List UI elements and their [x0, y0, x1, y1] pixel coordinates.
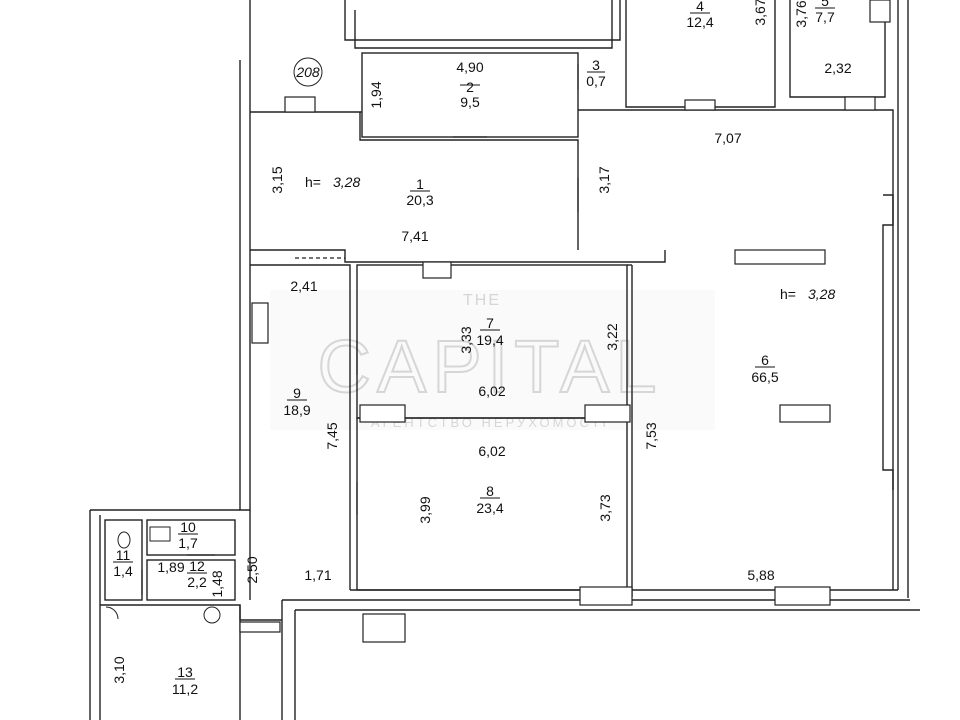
dimension-label: 5,88 [747, 567, 774, 583]
dimension-label: 1,89 [157, 559, 184, 575]
dimension-label: 1,71 [304, 567, 331, 583]
room-text: 1 20,3 2 9,5 3 0,7 4 12,4 5 7,7 6 66,5 7… [113, 0, 835, 697]
room-8-number: 8 [486, 483, 494, 499]
room-13-area: 11,2 [172, 681, 198, 697]
fixtures [105, 57, 323, 624]
room-8-area: 23,4 [476, 500, 503, 516]
dimension-label: 7,53 [643, 422, 659, 449]
room-1-number: 1 [416, 176, 424, 192]
height-value: 3,28 [333, 174, 360, 190]
dimension-label: 7,41 [401, 228, 428, 244]
room-3-area: 0,7 [586, 73, 606, 89]
room-7-area: 19,4 [476, 332, 503, 348]
room-3-number: 3 [592, 57, 600, 73]
dimension-label: 6,02 [478, 383, 505, 399]
room-10-number: 10 [180, 519, 196, 535]
toilet-icon [149, 526, 171, 542]
dimension-label: 2,41 [290, 278, 317, 294]
room-11-area: 1,4 [113, 563, 133, 579]
room-9-area: 18,9 [283, 402, 310, 418]
windows [239, 0, 891, 643]
dimension-label: 3,76 [793, 0, 809, 27]
room-2-number: 2 [466, 79, 474, 95]
doors [141, 64, 579, 595]
room-labels [113, 7, 835, 680]
building-number: 208 [295, 64, 320, 80]
room-6-number: 6 [761, 352, 769, 368]
room-12-number: 12 [189, 558, 205, 574]
room-12-area: 2,2 [187, 574, 207, 590]
dimension-label: 1,48 [209, 570, 225, 597]
watermark-sub: АГЕНТСТВО НЕРУХОМОСТІ [371, 415, 609, 430]
dimension-label: 1,94 [368, 81, 384, 108]
dimension-label: 3,10 [111, 656, 127, 683]
room-10-area: 1,7 [178, 535, 198, 551]
room-5-number: 5 [821, 0, 829, 9]
dimension-label: 3,15 [269, 166, 285, 193]
dimension-label: 3,33 [458, 326, 474, 353]
room-6-area: 66,5 [751, 369, 778, 385]
watermark-top: THE [463, 292, 501, 309]
dimension-label: 7,45 [324, 422, 340, 449]
sink-icon [203, 606, 221, 624]
dimension-label: 4,90 [456, 59, 483, 75]
height-value: 3,28 [808, 286, 835, 302]
watermark-main: CAPITAL [318, 325, 663, 408]
room-2-area: 9,5 [460, 94, 480, 110]
dimension-label: 3,99 [417, 496, 433, 523]
dimension-labels: 4,90 1,94 3,67 3,76 2,32 7,07 3,15 3,17 … [111, 0, 852, 684]
room-9-number: 9 [293, 385, 301, 401]
dimension-label: 3,17 [596, 166, 612, 193]
height-prefix: h= [780, 286, 796, 302]
toilet-icon [117, 531, 131, 549]
room-7-number: 7 [486, 315, 494, 331]
room-4-area: 12,4 [686, 14, 713, 30]
room-1-area: 20,3 [406, 192, 433, 208]
room-5-area: 7,7 [815, 9, 835, 25]
dimension-label: 3,67 [752, 0, 768, 26]
room-13-number: 13 [177, 664, 193, 680]
building-number-circle [293, 57, 323, 87]
dimension-label: 2,32 [824, 60, 851, 76]
sink-icon [105, 606, 119, 620]
height-prefix: h= [305, 174, 321, 190]
dimension-label: 2,50 [244, 556, 260, 583]
dimension-label: 6,02 [478, 443, 505, 459]
dimension-label: 3,73 [597, 494, 613, 521]
room-4-number: 4 [696, 0, 704, 14]
dimension-label: 3,22 [604, 323, 620, 350]
dimension-label: 7,07 [714, 130, 741, 146]
watermark: THE CAPITAL АГЕНТСТВО НЕРУХОМОСТІ [270, 290, 715, 430]
room-11-number: 11 [116, 547, 131, 563]
ceiling-heights: h= 3,28 h= 3,28 [305, 174, 835, 302]
